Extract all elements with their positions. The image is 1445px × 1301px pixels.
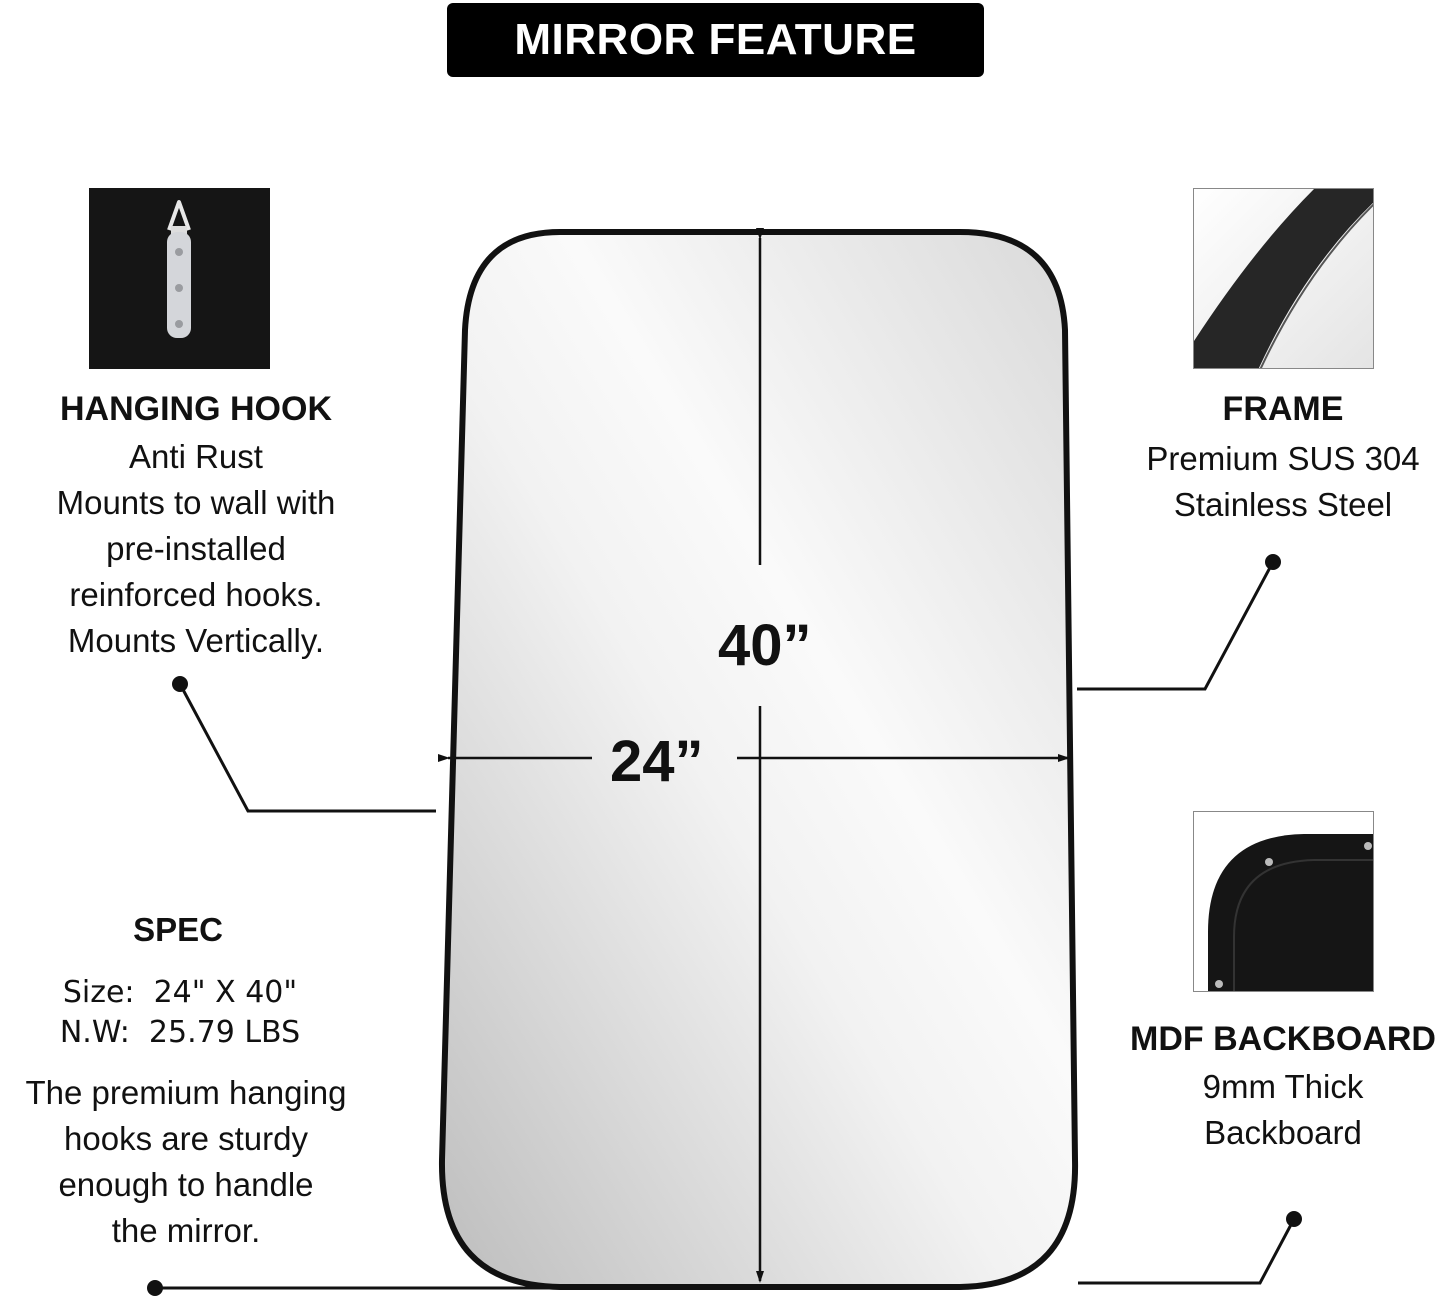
text-line: Stainless Steel — [1173, 486, 1393, 523]
hanging-hook-photo-icon — [89, 188, 270, 369]
text-line: enough to handle — [58, 1166, 314, 1203]
page-title: MIRROR FEATURE — [514, 15, 917, 64]
title-banner: MIRROR FEATURE — [447, 3, 984, 77]
backboard-description: 9mm Thick Backboard — [1110, 1064, 1445, 1156]
spec-weight-row: N.W: 25.79 LBS — [30, 1013, 330, 1053]
mirror-frame — [438, 229, 1079, 1290]
spec-size-row: Size: 24" X 40" — [30, 973, 330, 1013]
text-line: Mounts to wall with — [56, 484, 336, 521]
text-line: hooks are sturdy — [64, 1120, 308, 1157]
frame-description: Premium SUS 304 Stainless Steel — [1110, 436, 1445, 528]
frame-closeup-photo-icon — [1193, 188, 1374, 369]
frame-heading: FRAME — [1222, 390, 1344, 428]
spec-heading: SPEC — [133, 911, 223, 948]
size-label: Size: — [62, 975, 135, 1010]
text-line: Backboard — [1204, 1114, 1362, 1151]
text-line: pre-installed — [106, 530, 286, 567]
text-line: 9mm Thick — [1202, 1068, 1364, 1105]
spec-values: Size: 24" X 40" N.W: 25.79 LBS — [30, 973, 330, 1053]
text-line: Mounts Vertically. — [67, 622, 325, 659]
weight-value: 25.79 LBS — [148, 1015, 301, 1050]
text-line: Anti Rust — [129, 438, 263, 475]
weight-label: N.W: — [59, 1015, 130, 1050]
text-line: reinforced hooks. — [69, 576, 323, 613]
backboard-closeup-photo-icon — [1193, 811, 1374, 992]
height-dimension-label: 40” — [718, 613, 812, 678]
backboard-heading: MDF BACKBOARD — [1130, 1020, 1436, 1058]
hanging-hook-description: Anti Rust Mounts to wall with pre-instal… — [10, 434, 382, 664]
spec-description: The premium hanging hooks are sturdy eno… — [0, 1070, 372, 1254]
text-line: The premium hanging — [25, 1074, 347, 1111]
hanging-hook-heading: HANGING HOOK — [60, 390, 332, 428]
width-dimension-label: 24” — [610, 729, 704, 794]
text-line: Premium SUS 304 — [1146, 440, 1420, 477]
size-value: 24" X 40" — [153, 975, 298, 1010]
text-line: the mirror. — [111, 1212, 261, 1249]
